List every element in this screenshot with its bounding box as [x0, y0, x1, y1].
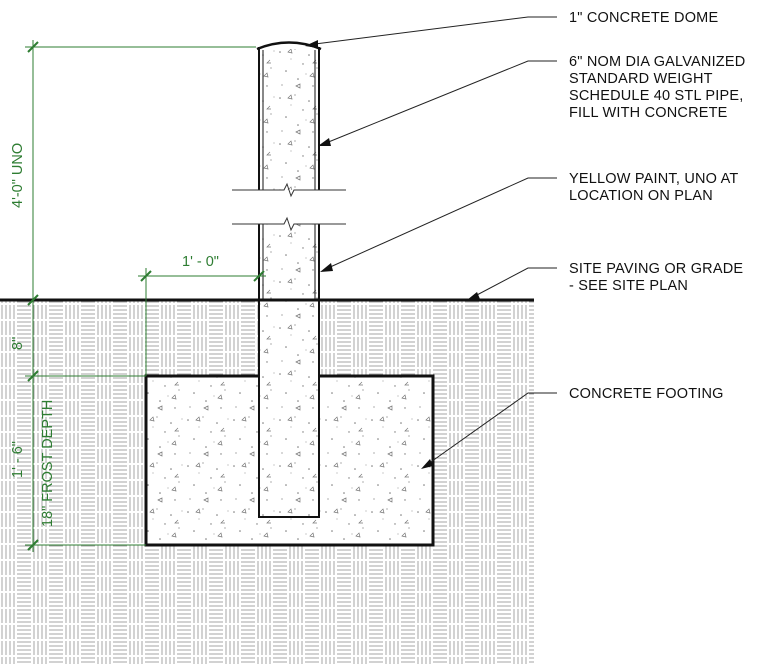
dimension-offset-label: 1' - 0"	[182, 254, 219, 270]
callout-paint: YELLOW PAINT, UNO AT LOCATION ON PLAN	[569, 171, 742, 204]
callout-concrete-dome: 1" CONCRETE DOME	[569, 10, 718, 26]
frost-depth-label: 18" FROST DEPTH	[40, 400, 56, 527]
callout-leaders	[305, 16, 557, 469]
callout-pipe: 6" NOM DIA GALVANIZED STANDARD WEIGHT SC…	[569, 54, 750, 121]
callout-footing: CONCRETE FOOTING	[569, 386, 724, 402]
dimension-height	[25, 40, 256, 306]
dimension-height-label: 4'-0" UNO	[10, 143, 26, 208]
dimension-depths	[25, 300, 146, 552]
pipe-embed	[258, 299, 320, 518]
dimension-footing-depth-label: 1' - 6"	[10, 441, 26, 478]
steel-pipe	[258, 47, 320, 300]
dimension-top-depth-label: 8"	[10, 337, 26, 350]
callout-paving: SITE PAVING OR GRADE - SEE SITE PLAN	[569, 261, 748, 294]
break-lines	[232, 182, 346, 232]
dimension-offset	[138, 268, 266, 376]
